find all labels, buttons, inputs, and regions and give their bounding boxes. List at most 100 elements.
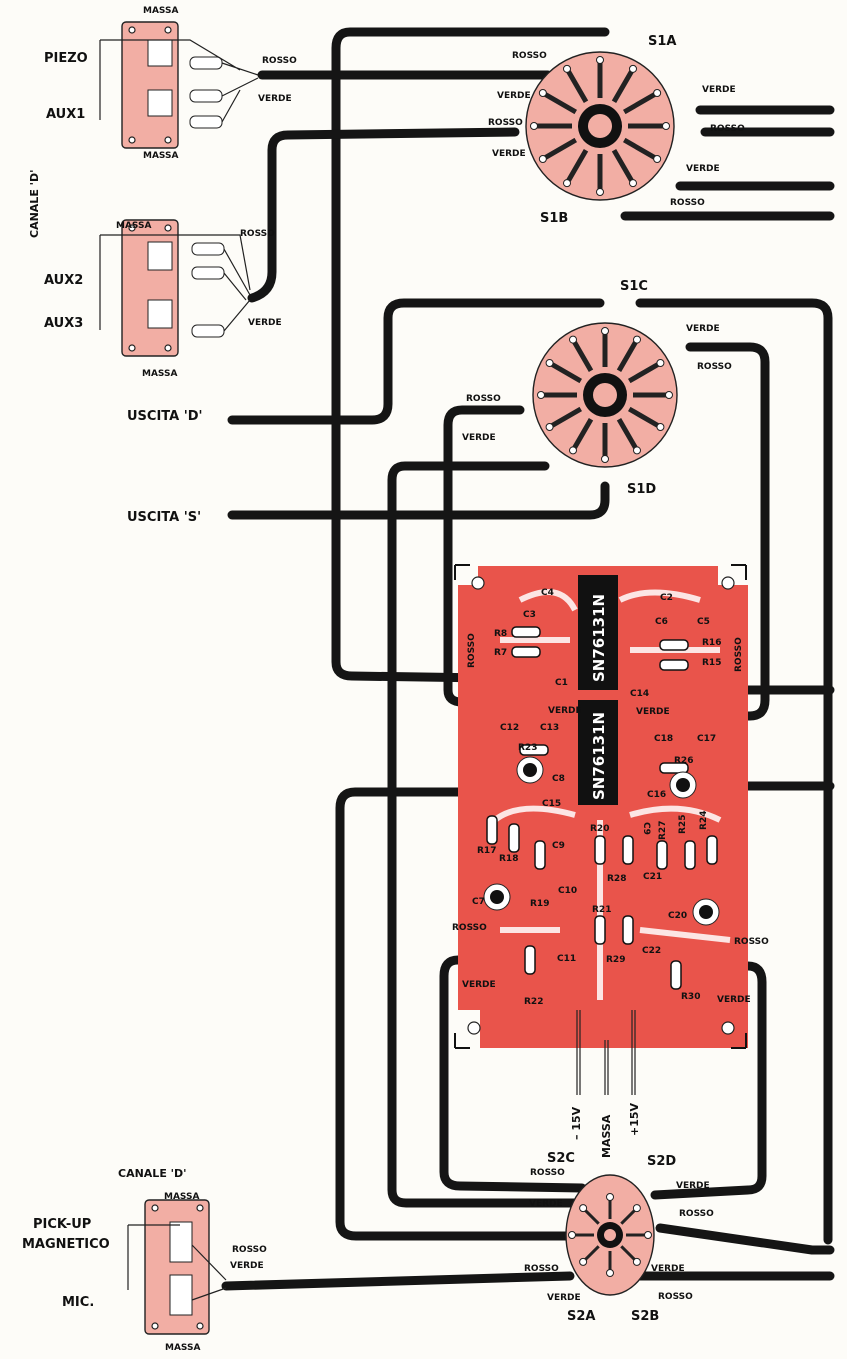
switch-lug-terminal <box>579 1204 588 1213</box>
label-c9-left: C9 <box>552 841 565 851</box>
label-c6: C6 <box>655 617 668 627</box>
resistor <box>511 626 541 638</box>
switch-lug-terminal <box>653 89 662 97</box>
switch-lug-terminal <box>568 1231 576 1239</box>
switch-lug <box>570 338 594 373</box>
ic-bottom-label: SN76131N <box>590 712 608 800</box>
label-c12: C12 <box>500 723 519 733</box>
s2c-verde: VERDE <box>529 1199 563 1209</box>
resistor <box>670 960 682 990</box>
switch-lug-terminal <box>563 179 571 188</box>
switch-deck-s1cd[interactable] <box>532 322 678 468</box>
switch-lug <box>622 137 659 162</box>
s2c-rosso: ROSSO <box>530 1168 565 1178</box>
switch-lug-terminal <box>633 446 641 455</box>
s1a-verde-2: VERDE <box>492 149 526 159</box>
cable-pcb-to-s2c <box>439 955 587 1193</box>
resistor <box>524 945 536 975</box>
cable-s1d-to-pcb <box>443 405 525 707</box>
label-r30: R30 <box>681 992 700 1002</box>
switch-deck-s1ab[interactable] <box>525 51 675 201</box>
switch-lug <box>616 417 640 452</box>
pcb-board: SN76131N SN76131N <box>454 564 748 1095</box>
switch-deck-s2[interactable] <box>565 1174 655 1296</box>
switch-lug <box>627 406 662 430</box>
pcb-verde-right: VERDE <box>636 707 670 717</box>
switch-lug-terminal <box>662 122 670 130</box>
s1a-verde-1: VERDE <box>497 91 531 101</box>
s2d-verde: VERDE <box>676 1181 710 1191</box>
switch-lug <box>570 417 594 452</box>
cable-uscita-s <box>227 481 610 520</box>
switch-lug-terminal <box>538 89 547 97</box>
s1c-verde: VERDE <box>686 324 720 334</box>
switch-lug-terminal <box>601 327 609 335</box>
cable-s1c-right <box>635 298 833 1245</box>
s1a-verde-right: VERDE <box>702 85 736 95</box>
switch-lug-terminal <box>538 155 547 163</box>
output-uscita-d: USCITA 'D' <box>127 409 203 424</box>
resistor <box>656 840 668 870</box>
label-c16: C16 <box>647 790 666 800</box>
cable-mic <box>221 1271 575 1291</box>
pcb-rosso-bottom-left: ROSSO <box>452 923 487 933</box>
switch-s2b: S2B <box>631 1309 659 1324</box>
cable-aux <box>247 127 520 303</box>
input-mic: MIC. <box>62 1295 94 1310</box>
switch-lug-terminal <box>606 1193 614 1201</box>
input-pickup: PICK-UP <box>33 1217 91 1232</box>
label-c15: C15 <box>542 799 561 809</box>
label-r22: R22 <box>524 997 543 1007</box>
pcb-verde-bottom-right: VERDE <box>717 995 751 1005</box>
pcb-rosso-left: ROSSO <box>467 633 477 668</box>
switch-lug <box>564 148 589 185</box>
label-c21: C21 <box>643 872 662 882</box>
label-c3: C3 <box>523 610 536 620</box>
label-c2: C2 <box>660 593 673 603</box>
resistor <box>511 646 541 658</box>
input-aux3: AUX3 <box>44 316 83 331</box>
switch-s2a: S2A <box>567 1309 595 1324</box>
label-r7: R7 <box>494 648 507 658</box>
switch-lug <box>611 67 636 104</box>
s1a-rosso-2: ROSSO <box>488 118 523 128</box>
switch-s1d: S1D <box>627 482 656 497</box>
label-r20: R20 <box>590 824 609 834</box>
massa-top-2: MASSA <box>143 151 178 161</box>
label-c22: C22 <box>642 946 661 956</box>
label-c4: C4 <box>541 588 554 598</box>
resistor <box>594 915 606 945</box>
switch-s1a: S1A <box>648 34 676 49</box>
switch-lug-terminal <box>579 1257 588 1266</box>
label-c18: C18 <box>654 734 673 744</box>
cable-s1d-to-s2c <box>387 461 583 1208</box>
switch-s2d: S2D <box>647 1154 676 1169</box>
massa-bottom-1: MASSA <box>164 1192 199 1202</box>
switch-lug-terminal <box>596 56 604 64</box>
power-labels: – 15V MASSA +15V <box>570 1102 641 1158</box>
cables <box>221 27 835 1291</box>
label-r8: R8 <box>494 629 507 639</box>
switch-lug-terminal <box>569 446 577 455</box>
switch-lug-terminal <box>606 1269 614 1277</box>
switch-lug <box>564 67 589 104</box>
cable-s1c-to-pcb <box>685 342 770 721</box>
resistor <box>486 815 498 845</box>
wire-rosso-pickup: ROSSO <box>232 1245 267 1255</box>
ic-top <box>578 575 618 690</box>
switch-lug-terminal <box>632 1257 641 1266</box>
jack-board-bottom <box>127 1199 227 1335</box>
resistor <box>659 659 689 671</box>
wire-rosso-piezo: ROSSO <box>262 56 297 66</box>
switch-labels: S1A ROSSO VERDE ROSSO VERDE VERDE ROSSO … <box>462 34 745 1324</box>
resistor <box>508 823 520 853</box>
switch-lug-terminal <box>644 1231 652 1239</box>
switch-lug-terminal <box>545 423 554 431</box>
switch-lug <box>548 406 583 430</box>
switch-lug-terminal <box>632 1204 641 1213</box>
s2d-rosso: ROSSO <box>679 1209 714 1219</box>
switch-lug-terminal <box>537 391 545 399</box>
pcb-verde-bottom-left: VERDE <box>462 980 496 990</box>
switch-lug-terminal <box>530 122 538 130</box>
